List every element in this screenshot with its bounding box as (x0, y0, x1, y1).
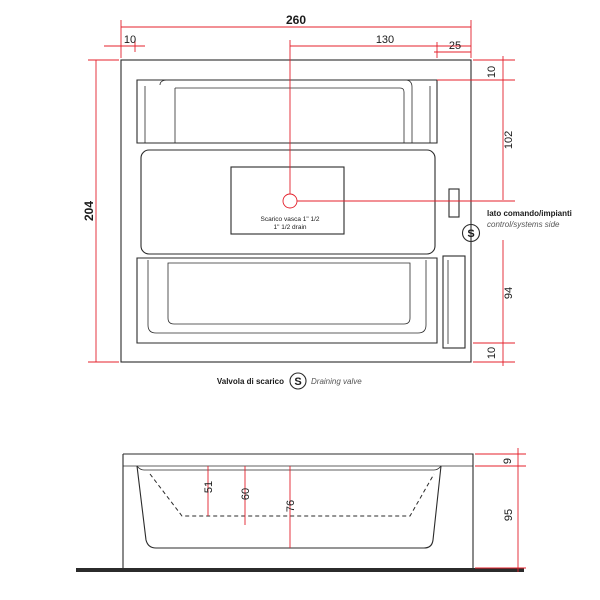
section-water-level (149, 473, 435, 517)
valve-legend: Valvola di scarico S Draining valve (217, 372, 362, 390)
tub-outer-outline (120, 59, 472, 363)
dim-left-margin: 10 (124, 34, 136, 46)
bench-section (140, 149, 436, 255)
dim-total-height: 95 (503, 509, 515, 521)
lower-basin-outline (136, 257, 438, 344)
dim-depth-shallow: 51 (203, 481, 215, 493)
control-box-upper (448, 188, 460, 218)
drain-cover (230, 166, 345, 235)
lower-basin-floor (167, 262, 411, 325)
plan-top-dimensions: 260 130 10 25 (104, 13, 472, 58)
dim-center-offset: 130 (376, 34, 394, 46)
dim-depth-deep: 76 (285, 500, 297, 512)
dim-bottom-section: 94 (503, 287, 515, 299)
dim-right-margin: 25 (449, 40, 461, 52)
floor-base (76, 568, 524, 572)
plan-left-dimensions: 204 (82, 59, 119, 363)
dim-depth-mid: 60 (240, 488, 252, 500)
lower-basin-inner (147, 260, 427, 334)
plan-view: Scarico vasca 1" 1/2 1" 1/2 drain S lato… (120, 40, 572, 363)
section-outer-outline (122, 453, 474, 568)
dim-top-section: 102 (503, 131, 515, 149)
drain-circle (282, 193, 298, 209)
section-view: 51 60 76 9 95 (76, 448, 526, 572)
upper-basin-rim-line (144, 86, 431, 143)
dim-bottom-rim: 10 (486, 347, 498, 359)
dim-total-depth: 204 (82, 201, 96, 221)
upper-basin-outline (136, 79, 438, 144)
dim-rim-height: 9 (502, 458, 514, 464)
drain-label-it: Scarico vasca 1" 1/2 (260, 216, 319, 223)
valve-legend-label-en: Draining valve (311, 377, 362, 386)
upper-basin-floor (174, 87, 405, 143)
section-inner-lip (136, 465, 442, 471)
control-side-label-it: lato comando/impianti (487, 209, 572, 218)
control-box-lower (442, 255, 466, 349)
plan-right-dimensions: 10 102 94 10 (437, 56, 515, 366)
valve-legend-circle (289, 372, 307, 390)
valve-legend-glyph: S (294, 376, 301, 388)
valve-symbol-glyph: S (467, 228, 474, 240)
upper-basin-inner (159, 79, 413, 143)
drain-label-en: 1" 1/2 drain (273, 224, 306, 231)
valve-legend-label-it: Valvola di scarico (217, 377, 284, 386)
control-side-label-en: control/systems side (487, 220, 560, 229)
dim-total-width: 260 (286, 13, 306, 27)
valve-symbol-circle (461, 223, 481, 243)
dim-top-rim: 10 (486, 66, 498, 78)
